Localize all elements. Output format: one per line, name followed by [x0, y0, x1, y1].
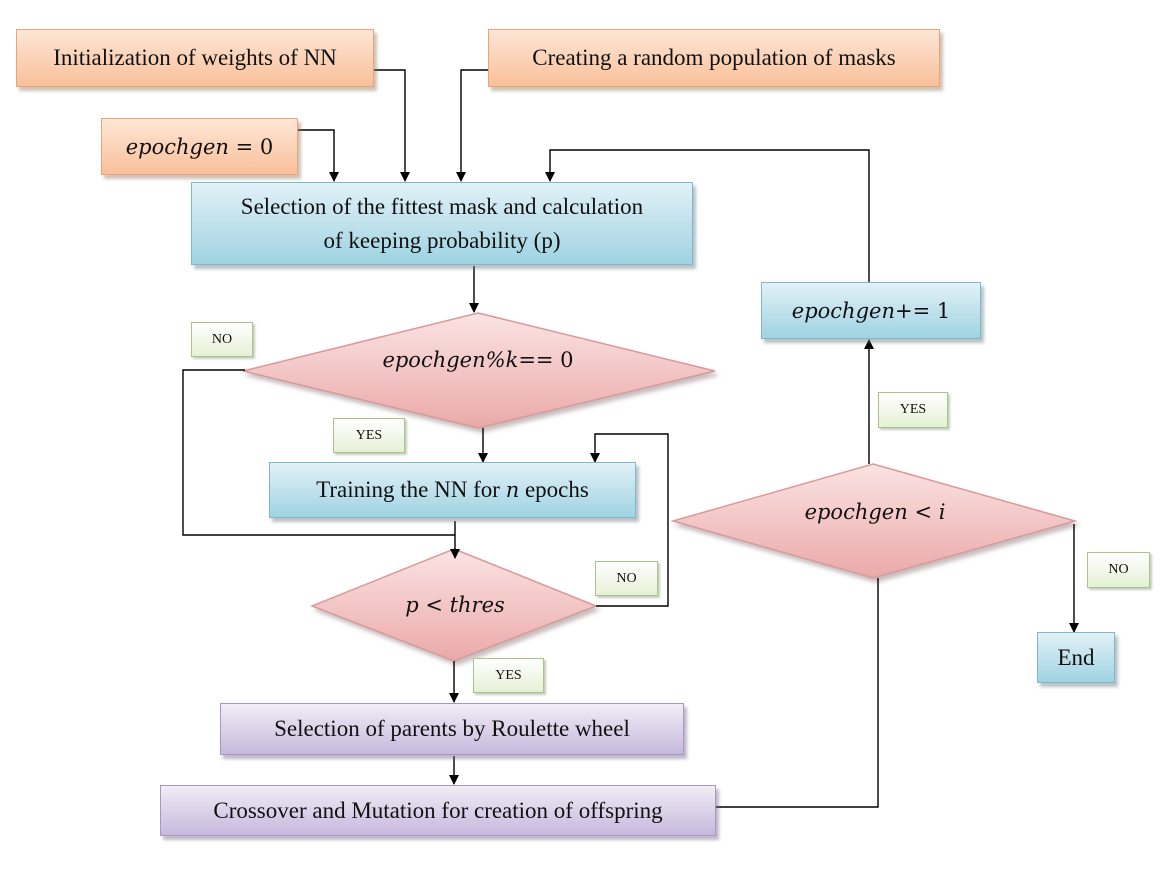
- training-var: n: [505, 478, 520, 502]
- decision-mod-k-var: epochgen%k: [382, 348, 519, 372]
- decision-i-var2: i: [938, 500, 946, 524]
- yes-tag-mod: YES: [333, 418, 405, 453]
- crossover-label: Crossover and Mutation for creation of o…: [213, 797, 663, 823]
- init-weights-box: Initialization of weights of NN: [16, 29, 374, 87]
- increment-label: epochgen+= 1: [792, 294, 950, 328]
- no-tag-thres-text: NO: [616, 570, 637, 586]
- yes-tag-i: YES: [878, 392, 948, 428]
- arrow-thres-no-loop: [590, 433, 669, 607]
- arrow-population-to-selection: [456, 69, 490, 182]
- decision-mod-k-label: epochgen%k == 0: [300, 340, 656, 380]
- arrow-crossover-to-check-i: [716, 578, 879, 808]
- increment-box: epochgen+= 1: [761, 282, 981, 339]
- decision-thres-op: <: [418, 593, 450, 617]
- training-prefix: Training the NN for: [316, 477, 506, 502]
- roulette-box: Selection of parents by Roulette wheel: [220, 703, 684, 755]
- random-population-box: Creating a random population of masks: [488, 29, 940, 87]
- yes-tag-thres-text: YES: [495, 667, 522, 683]
- no-tag-i: NO: [1087, 552, 1150, 588]
- epochgen-init-var: epochgen: [125, 134, 229, 159]
- yes-tag-i-text: YES: [899, 402, 927, 417]
- roulette-label: Selection of parents by Roulette wheel: [274, 716, 630, 741]
- decision-i-label: epochgen < i: [720, 492, 1030, 532]
- crossover-box: Crossover and Mutation for creation of o…: [160, 785, 716, 836]
- decision-thres-var: p: [405, 593, 419, 617]
- selection-fittest-line1: Selection of the fittest mask and calcul…: [240, 193, 644, 219]
- end-box: End: [1037, 632, 1115, 683]
- decision-thres-label: p < thres: [340, 585, 570, 625]
- selection-fittest-box: Selection of the fittest mask and calcul…: [191, 182, 693, 265]
- decision-mod-k-shape: [242, 312, 716, 429]
- training-box: Training the NN for n epochs: [269, 462, 636, 518]
- selection-fittest-line2: of keeping probability (p): [323, 227, 561, 253]
- arrow-mod-no-bypass: [182, 369, 455, 536]
- arrow-increment-to-selection: [545, 149, 870, 282]
- no-tag-mod-text: NO: [211, 331, 233, 347]
- epochgen-init-box: epochgen = 0: [101, 118, 298, 175]
- epochgen-init-op: = 0: [228, 134, 274, 159]
- init-weights-label: Initialization of weights of NN: [53, 45, 337, 70]
- random-population-label: Creating a random population of masks: [532, 45, 896, 70]
- decision-i-shape: [670, 463, 1078, 579]
- no-tag-i-text: NO: [1108, 562, 1129, 577]
- increment-op: += 1: [894, 298, 951, 323]
- no-tag-thres: NO: [595, 561, 658, 596]
- no-tag-mod: NO: [191, 322, 253, 357]
- epochgen-init-label: epochgen = 0: [126, 130, 274, 164]
- decision-thres-var2: thres: [449, 593, 505, 617]
- training-suffix: epochs: [519, 477, 589, 502]
- yes-tag-mod-text: YES: [355, 427, 383, 443]
- yes-tag-thres: YES: [473, 658, 544, 693]
- decision-mod-k-op: == 0: [518, 348, 574, 372]
- end-label: End: [1057, 644, 1095, 670]
- decision-i-op: <: [907, 500, 939, 524]
- increment-var: epochgen: [791, 298, 895, 323]
- decision-i-var: epochgen: [804, 500, 908, 524]
- training-label: Training the NN for n epochs: [316, 473, 589, 507]
- arrow-epochgen-to-selection: [298, 129, 339, 182]
- arrow-init-to-selection: [373, 69, 410, 182]
